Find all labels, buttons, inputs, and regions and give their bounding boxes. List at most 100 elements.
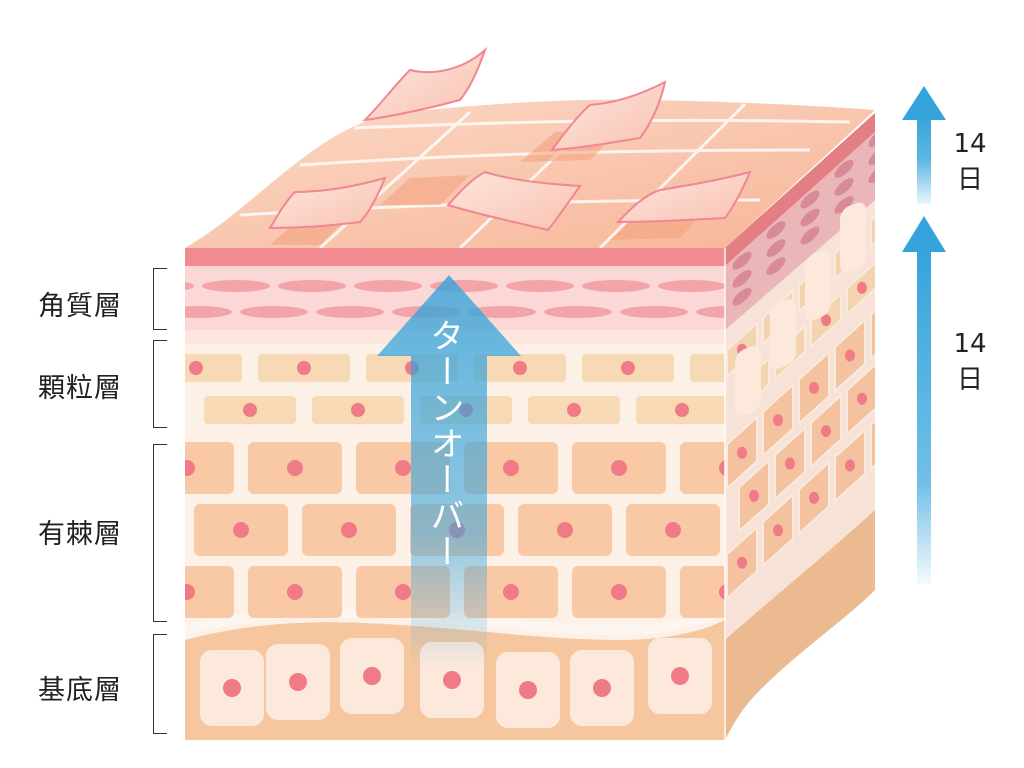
- cell-nucleus: [287, 460, 303, 476]
- layer-label-corneum: 角質層: [38, 291, 122, 322]
- side-corneum-cell: [800, 226, 820, 245]
- cell-nucleus: [881, 427, 891, 439]
- cell-nucleus: [665, 522, 681, 538]
- side-basal-cell: [840, 202, 866, 273]
- cell-nucleus: [749, 489, 759, 502]
- layer-label-spinous: 有棘層: [38, 519, 122, 550]
- cell-nucleus: [233, 522, 249, 538]
- side-corneum-cell: [766, 221, 786, 239]
- corneum-cell: [316, 306, 384, 318]
- cell-nucleus: [773, 524, 783, 537]
- spinous-cell: [185, 566, 234, 618]
- corneum-cell: [278, 280, 346, 292]
- cell-nucleus: [363, 667, 381, 685]
- cell-nucleus: [243, 403, 257, 417]
- cell-nucleus: [671, 667, 689, 685]
- corneum-cell: [468, 306, 536, 318]
- side-cell: [870, 285, 875, 361]
- layer-label-basal: 基底層: [38, 675, 122, 706]
- cell-nucleus: [593, 679, 611, 697]
- cell-nucleus: [503, 584, 519, 600]
- side-cell: [870, 395, 875, 471]
- bracket-corneum: [153, 268, 167, 330]
- side-corneum-cell: [834, 178, 854, 196]
- cell-nucleus: [443, 671, 461, 689]
- spinous-cell: [680, 566, 725, 618]
- cycle-unit-lower: 日: [956, 365, 983, 395]
- cell-nucleus: [557, 522, 573, 538]
- corneum-cell: [544, 306, 612, 318]
- corneum-cell: [658, 280, 725, 292]
- cycle-arrow-lower: [902, 216, 946, 584]
- side-basal-cell: [735, 346, 761, 416]
- corneum-cell: [185, 306, 232, 318]
- cell-nucleus: [567, 403, 581, 417]
- granular-cell: [690, 354, 725, 382]
- cell-nucleus: [773, 414, 783, 427]
- cell-nucleus: [821, 314, 831, 327]
- cycle-days-upper: 14: [953, 129, 987, 159]
- turnover-label: ターンオーバー: [424, 318, 464, 570]
- spinous-cell: [185, 442, 234, 494]
- corneum-cell: [582, 280, 650, 292]
- corneum-cell: [506, 280, 574, 292]
- side-corneum-cell: [868, 129, 875, 148]
- spinous-cell: [680, 442, 725, 494]
- bracket-spinous: [153, 444, 167, 622]
- cell-nucleus: [611, 584, 627, 600]
- side-corneum-cell: [800, 208, 820, 227]
- side-cell: [870, 191, 875, 249]
- cell-nucleus: [503, 460, 519, 476]
- turnover-arrow: [377, 275, 521, 670]
- cycle-days-lower: 14: [953, 329, 987, 359]
- cell-nucleus: [287, 584, 303, 600]
- cell-nucleus: [395, 460, 411, 476]
- bracket-granular: [153, 340, 167, 428]
- cycle-arrow-upper: [902, 86, 946, 204]
- side-corneum-cell: [800, 190, 820, 209]
- cell-nucleus: [809, 491, 819, 504]
- side-basal-cell: [770, 299, 796, 369]
- cell-nucleus: [513, 361, 527, 375]
- corneum-cell: [240, 306, 308, 318]
- cell-nucleus: [675, 403, 689, 417]
- layer-label-granular: 顆粒層: [38, 373, 122, 404]
- cell-nucleus: [845, 459, 855, 472]
- cell-nucleus: [519, 681, 537, 699]
- cell-nucleus: [185, 460, 195, 476]
- cell-nucleus: [297, 361, 311, 375]
- cell-nucleus: [395, 584, 411, 600]
- cell-nucleus: [857, 281, 867, 294]
- corneum-cell: [696, 306, 725, 318]
- cell-nucleus: [621, 361, 635, 375]
- cell-nucleus: [857, 392, 867, 405]
- side-corneum-cell: [732, 251, 752, 270]
- cell-nucleus: [881, 214, 891, 226]
- skin-flakes: [268, 46, 752, 232]
- side-corneum-cell: [868, 147, 875, 166]
- cell-nucleus: [719, 584, 725, 600]
- granular-cell: [185, 354, 242, 382]
- bracket-basal: [153, 634, 167, 734]
- side-corneum-cell: [766, 239, 786, 257]
- cell-nucleus: [611, 460, 627, 476]
- cell-nucleus: [809, 381, 819, 394]
- cell-nucleus: [737, 556, 747, 569]
- corneum-cell: [185, 281, 194, 291]
- side-basal-cell: [805, 250, 831, 321]
- cycle-label-upper: 14 日: [940, 126, 1000, 198]
- cycle-unit-upper: 日: [956, 165, 983, 195]
- cycle-label-lower: 14 日: [940, 326, 1000, 398]
- corneum-cell: [202, 280, 270, 292]
- cell-nucleus: [785, 457, 795, 470]
- cell-nucleus: [881, 317, 891, 329]
- corneum-cell: [620, 306, 688, 318]
- cell-nucleus: [185, 584, 195, 600]
- cell-nucleus: [719, 460, 725, 476]
- side-corneum-cell: [732, 269, 752, 288]
- cell-nucleus: [189, 361, 203, 375]
- cell-nucleus: [737, 446, 747, 459]
- corneum-cell: [354, 280, 422, 292]
